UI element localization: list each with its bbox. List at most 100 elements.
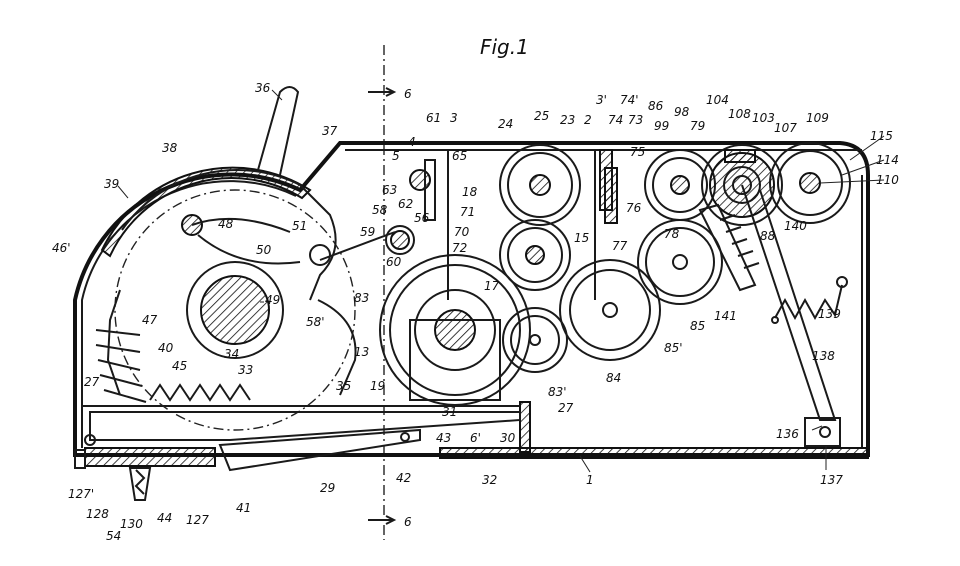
- label: 41: [236, 501, 251, 515]
- label: 85: [690, 319, 705, 333]
- label: 137: [820, 473, 843, 487]
- label: 56: [414, 211, 430, 225]
- label: 3': [596, 93, 607, 107]
- label: 25: [534, 109, 549, 123]
- gear-84: [559, 259, 661, 361]
- label: 51: [292, 219, 307, 233]
- label: 43: [436, 431, 451, 445]
- label: 104: [706, 93, 729, 107]
- label: 71: [460, 205, 475, 219]
- part-labels: 36 37 38 39 46' 48 51 50 49 34 58' 47 40…: [52, 81, 899, 543]
- label: 114: [876, 153, 899, 167]
- label: 74': [620, 93, 639, 107]
- label: 73: [628, 113, 643, 127]
- section-label-top: 6: [404, 87, 412, 101]
- label: 141: [714, 309, 737, 323]
- label: 48: [218, 217, 234, 231]
- label: 108: [728, 107, 751, 121]
- label: 19: [370, 379, 385, 393]
- label: 59: [360, 225, 375, 239]
- label: 29: [320, 481, 335, 495]
- label: 27: [558, 401, 574, 415]
- label: 2: [584, 113, 592, 127]
- label: 42: [396, 471, 411, 485]
- gear-83: [379, 254, 531, 406]
- label: 4: [408, 135, 416, 149]
- label: 47: [142, 313, 158, 327]
- label: 46': [52, 241, 71, 255]
- partitions: [447, 149, 756, 300]
- label: 130: [120, 517, 143, 531]
- handle-lever: [257, 86, 300, 176]
- label: 18: [462, 185, 478, 199]
- label: 72: [452, 241, 467, 255]
- sector-wheel: [95, 166, 357, 431]
- gear-85: [637, 219, 723, 305]
- label: 45: [172, 359, 187, 373]
- label: 83': [548, 385, 567, 399]
- left-pinions: [319, 159, 436, 261]
- label: 86: [648, 99, 664, 113]
- slide-link: [74, 411, 521, 501]
- label: 98: [674, 105, 690, 119]
- label: 77: [612, 239, 628, 253]
- label: 138: [812, 349, 835, 363]
- label: 23: [560, 113, 575, 127]
- label: 38: [162, 141, 178, 155]
- figure-title: Fig.1: [480, 35, 529, 59]
- gear-109: [769, 142, 851, 224]
- label: 74: [608, 113, 623, 127]
- label: 35: [336, 379, 351, 393]
- label: 70: [454, 225, 470, 239]
- label: 88: [760, 229, 776, 243]
- rack-141: [698, 203, 760, 292]
- label: 107: [774, 121, 797, 135]
- label: 78: [664, 227, 680, 241]
- label: 60: [386, 255, 402, 269]
- lever-138: [741, 184, 841, 447]
- label: 27: [84, 375, 100, 389]
- label: 30: [500, 431, 516, 445]
- label: 39: [104, 177, 119, 191]
- label: 58: [372, 203, 388, 217]
- label: 32: [482, 473, 497, 487]
- label: 65: [452, 149, 467, 163]
- label: 103: [752, 111, 775, 125]
- label: 6': [470, 431, 481, 445]
- label: 99: [654, 119, 669, 133]
- label: 58': [306, 315, 325, 329]
- label: 36: [255, 81, 271, 95]
- label: 110: [876, 173, 899, 187]
- label: 61: [426, 111, 441, 125]
- section-line: 6 6: [368, 45, 412, 540]
- label: 128: [86, 507, 109, 521]
- label: 5: [392, 149, 400, 163]
- label: 62: [398, 197, 413, 211]
- label: 63: [382, 183, 397, 197]
- label: 1: [586, 473, 594, 487]
- label: 84: [606, 371, 621, 385]
- label: 54: [106, 529, 121, 543]
- label: 127': [68, 487, 94, 501]
- label: 76: [626, 201, 642, 215]
- label: 17: [484, 279, 500, 293]
- leader-lines: [117, 89, 885, 473]
- label: 79: [690, 119, 705, 133]
- section-label-bottom: 6: [404, 515, 412, 529]
- label: 24: [498, 117, 513, 131]
- label: 49: [265, 293, 280, 307]
- label: 15: [574, 231, 589, 245]
- gear-15: [499, 219, 571, 291]
- label: 40: [158, 341, 174, 355]
- label: 115: [870, 129, 893, 143]
- label: 127: [186, 513, 209, 527]
- label: 33: [238, 363, 253, 377]
- label: 140: [784, 219, 807, 233]
- label: 85': [664, 341, 683, 355]
- label: 37: [322, 124, 338, 138]
- label: 75: [630, 145, 645, 159]
- label: 109: [806, 111, 829, 125]
- spring-139: [771, 276, 848, 324]
